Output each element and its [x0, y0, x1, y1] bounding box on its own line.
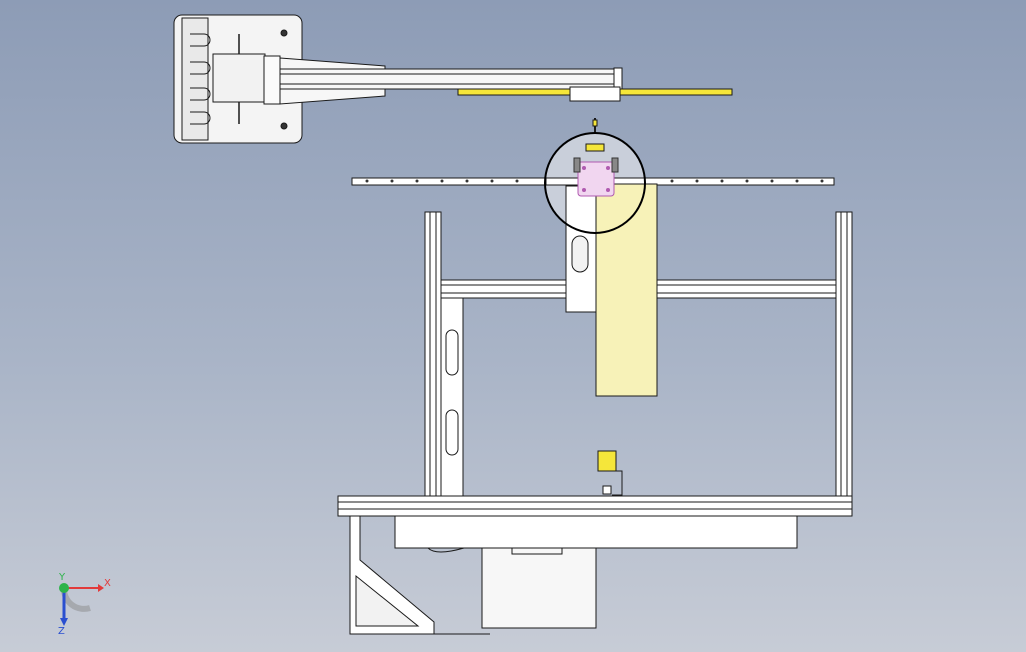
gripper-jaw [611, 157, 619, 173]
triangle-bracket[interactable] [349, 515, 490, 635]
detail-view[interactable] [544, 118, 657, 244]
mount-hole [280, 122, 288, 130]
coordinate-triad: X Y Z [58, 572, 111, 637]
side-plate-slot [445, 409, 459, 456]
clamp-neck [263, 55, 281, 105]
mount-slots [190, 33, 211, 125]
gripper-jaw [573, 157, 581, 173]
side-plate[interactable] [440, 297, 464, 497]
right-column[interactable] [835, 211, 853, 498]
table-plate[interactable] [394, 515, 798, 549]
main-frame[interactable] [337, 211, 853, 629]
arm-assembly[interactable] [173, 14, 733, 144]
detail-gripper-body[interactable] [577, 161, 615, 197]
x-axis-arrowhead [98, 584, 104, 592]
gripper-screw [582, 166, 586, 170]
left-column[interactable] [424, 211, 442, 498]
z-axis-arrowhead [60, 618, 68, 626]
gripper-screw [606, 166, 610, 170]
sensor-mount [602, 485, 612, 495]
sensor-bracket [612, 470, 623, 496]
detail-nozzle-tip [592, 119, 598, 127]
lower-box[interactable] [481, 547, 597, 629]
detail-circle[interactable] [544, 132, 646, 234]
lower-box-tab [511, 548, 563, 555]
arm-carriage[interactable] [569, 86, 621, 102]
mount-plate-inner [181, 17, 209, 141]
y-axis-dot [59, 583, 69, 593]
x-axis-label: X [104, 578, 111, 589]
gripper-screw [582, 188, 586, 192]
gripper-screw [606, 188, 610, 192]
y-axis-label: Y [58, 572, 66, 583]
arm-beam[interactable] [279, 68, 621, 90]
sensor-block[interactable] [597, 450, 617, 472]
rail-holes [365, 179, 824, 183]
slide-slot [571, 235, 589, 273]
clamp-block[interactable] [212, 53, 266, 103]
base-beam[interactable] [337, 495, 853, 517]
lower-box-tab [427, 547, 465, 553]
side-plate-slot [445, 329, 459, 376]
z-axis-label: Z [58, 626, 65, 637]
bracket-cutout [355, 574, 420, 627]
mount-hole [280, 29, 288, 37]
